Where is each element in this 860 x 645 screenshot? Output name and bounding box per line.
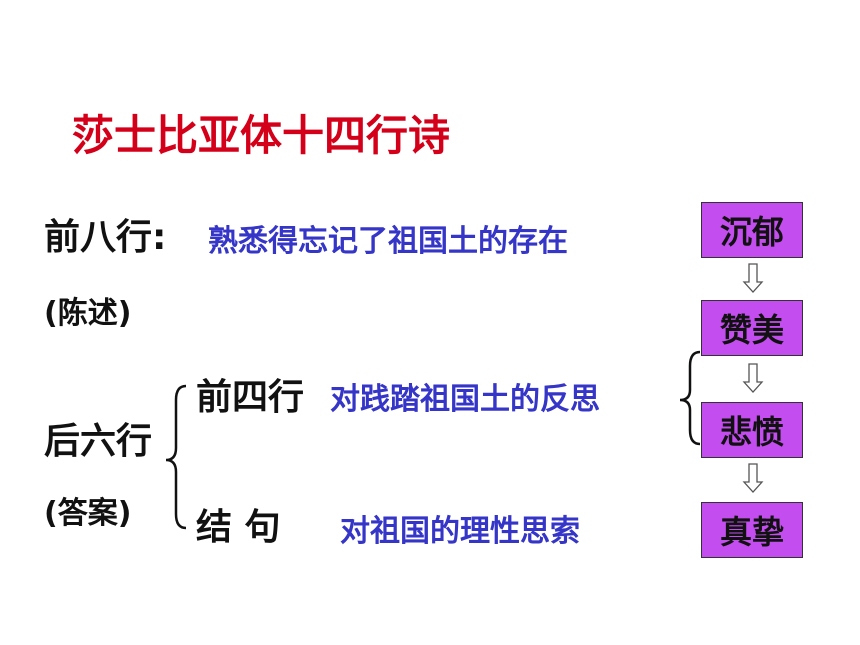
last-sestet-note: (答案)	[44, 496, 132, 531]
emotion-box-sincere: 真挚	[701, 502, 803, 558]
down-arrow-2	[742, 363, 764, 393]
left-curly-brace	[165, 384, 187, 530]
slide-title: 莎士比亚体十四行诗	[72, 111, 451, 160]
down-arrow-3	[742, 463, 764, 493]
down-arrow-1	[742, 263, 764, 293]
quatrain-label: 前四行	[196, 377, 305, 418]
quatrain-content: 对践踏祖国土的反思	[330, 382, 600, 417]
emotion-box-praise: 赞美	[701, 300, 803, 356]
emotion-box-gloomy: 沉郁	[701, 202, 803, 258]
first-octave-label: 前八行:	[44, 217, 167, 258]
right-curly-brace	[679, 350, 701, 446]
first-octave-note: (陈述)	[44, 296, 132, 331]
emotion-box-indignation: 悲愤	[701, 402, 803, 458]
couplet-content: 对祖国的理性思索	[340, 514, 580, 549]
first-octave-content: 熟悉得忘记了祖国土的存在	[208, 224, 568, 259]
couplet-label: 结 句	[196, 507, 281, 548]
last-sestet-label: 后六行	[44, 421, 153, 462]
